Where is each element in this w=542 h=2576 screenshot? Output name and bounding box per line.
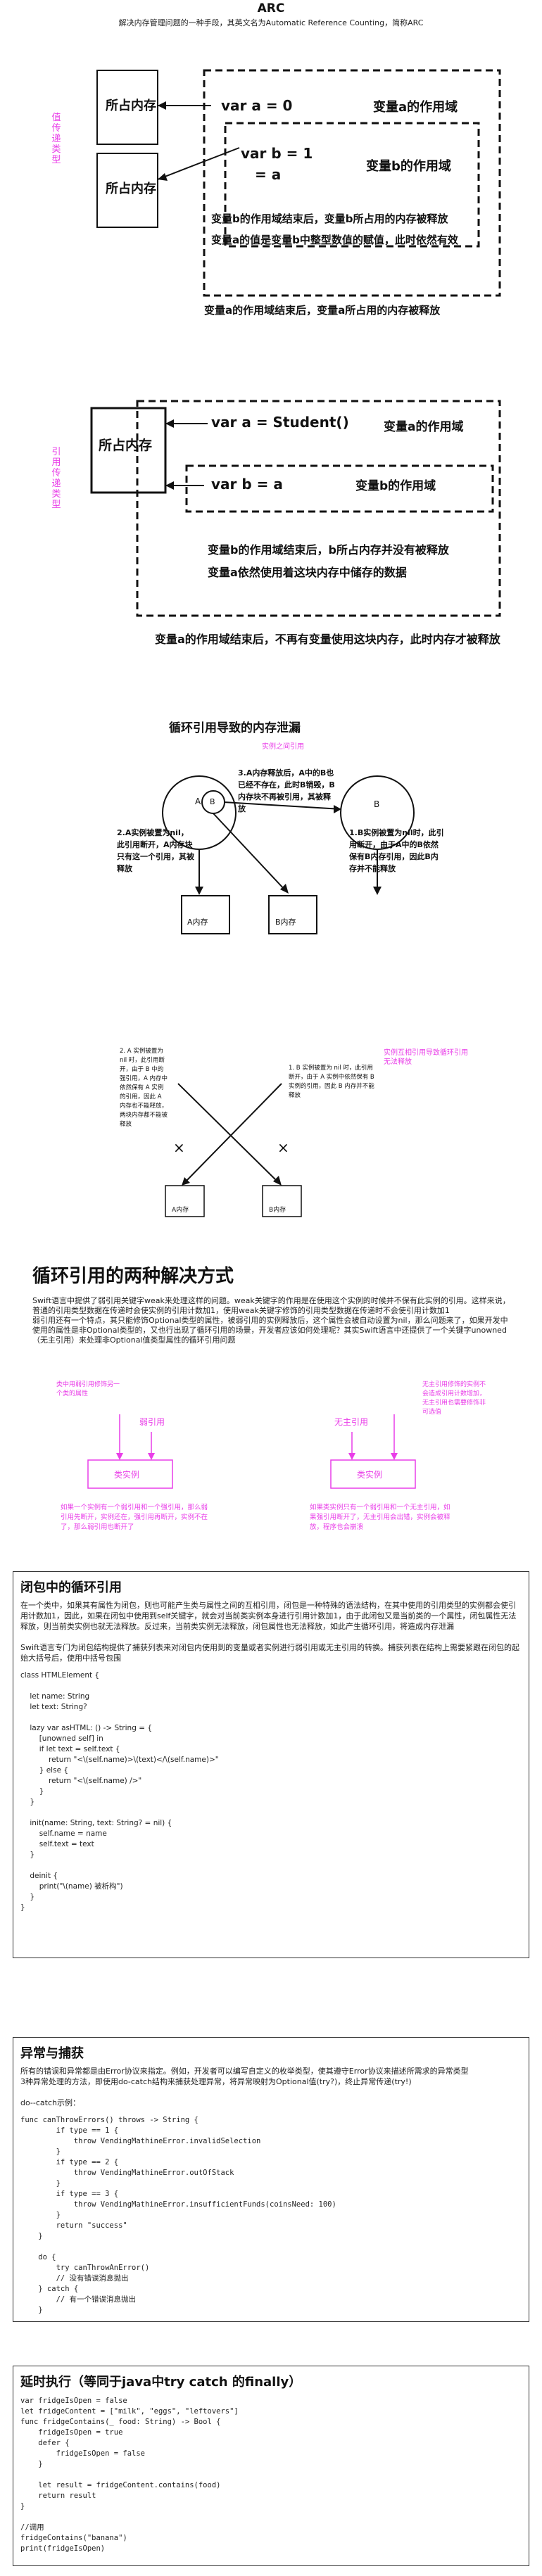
left-pink-note: 类中用弱引用修饰另一个类的属性 (56, 1381, 120, 1397)
cycle-box-a-label: A内存 (187, 918, 208, 927)
ref-scope-b-label: 变量b的作用域 (355, 479, 436, 493)
closure-title: 闭包中的循环引用 (20, 1580, 122, 1595)
cycle-center-note: 3.A内存释放后，A中的B也已经不存在，此时B销毁，B内存块不再被引用，其被释放 (238, 768, 335, 813)
defer-section: 延时执行（等同于java中try catch 的finally） var fri… (13, 2366, 529, 2566)
cycle2-pink-note: 实例互相引用导致循环引用无法释放 (384, 1049, 468, 1066)
var-a0: var a = 0 (221, 97, 293, 114)
errors-intro: 所有的错误和异常都是由Error协议来指定。例如，开发者可以编写自定义的枚举类型… (20, 2067, 469, 2107)
arc-subtitle: 解决内存管理问题的一种手段，其英文名为Automatic Reference C… (118, 18, 424, 27)
right-pink-note: 无主引用修饰的实例不会造成引用计数增加，无主引用也需要修饰非可选值 (422, 1381, 486, 1416)
svg-text:×: × (173, 1139, 185, 1156)
scope-b-label: 变量b的作用域 (366, 159, 451, 174)
cycle2-diagram: × × (165, 1083, 302, 1217)
memory-label-2: 所占内存 (106, 182, 156, 196)
cycle-a-letter: A (195, 797, 201, 806)
box-a-memory (181, 895, 230, 934)
scope-a-box (203, 69, 501, 297)
cycle-a-inner-letter: B (210, 797, 215, 806)
errors-code: func canThrowErrors() throws -> String {… (20, 2116, 336, 2314)
unowned-label: 无主引用 (334, 1417, 369, 1427)
closure-intro: 在一个类中，如果其有属性为闭包，则也可能产生类与属性之间的互相引用，闭包是一种特… (20, 1601, 520, 1663)
ref-memory-label: 所占内存 (99, 438, 153, 453)
solutions-diagram (87, 1414, 416, 1489)
memory-box-b (96, 153, 158, 228)
ref-scope-a-box (136, 400, 501, 617)
ref-scope-b-box (185, 464, 494, 513)
ref-type-label: 引用传递类型 (51, 447, 61, 510)
value-type-label: 值传递类型 (51, 113, 61, 165)
cycle-right-note: 1.B实例被置为nil时，此引用断开，由于A中的B依然保有B内存引用，因此B内存… (349, 828, 444, 873)
a-eq-b: = a (255, 166, 282, 183)
cycle-title: 循环引用导致的内存泄漏 (169, 721, 301, 735)
cycle2-right-note: 1. B 实例被置为 nil 时，此引用断开，由于 A 实例中依然保有 B 实例… (289, 1065, 374, 1099)
cycle2-left-note: 2. A 实例被置为nil 时，此引用断开，由于 B 中的强引用，A 内存中依然… (120, 1048, 168, 1128)
value-note-a: 变量a的作用域结束后，变量a所占用的内存被释放 (204, 304, 441, 317)
ref-note-a: 变量a的作用域结束后，不再有变量使用这块内存，此时内存才被释放 (155, 633, 500, 646)
arc-title: ARC (257, 1, 285, 15)
closure-code: class HTMLElement { let name: String let… (20, 1671, 219, 1912)
right-note: 如果类实例只有一个弱引用和一个无主引用，如果强引用断开了，无主引用会出错，实例会… (310, 1504, 450, 1531)
ref-type-diagram (90, 400, 501, 617)
right-class-box (330, 1459, 416, 1489)
weak-label: 弱引用 (139, 1417, 165, 1427)
value-note-b1: 变量b的作用域结束后，变量b所占用的内存被释放 (211, 212, 448, 225)
scope-a-label: 变量a的作用域 (373, 100, 458, 115)
ref-scope-a-label: 变量a的作用域 (384, 420, 464, 434)
cycle2-box-b-label: B内存 (269, 1207, 286, 1214)
cycle-diagram (162, 775, 415, 934)
ref-var-b: var b = a (211, 476, 283, 493)
scope-b-box (224, 122, 480, 248)
right-class-label: 类实例 (357, 1470, 383, 1480)
closure-section: 闭包中的循环引用 在一个类中，如果其有属性为闭包，则也可能产生类与属性之间的互相… (13, 1571, 529, 1958)
memory-label-1: 所占内存 (106, 99, 156, 113)
cycle-box-b-label: B内存 (275, 918, 296, 927)
ref-note-b2: 变量a依然使用着这块内存中储存的数据 (208, 566, 407, 579)
ref-note-b1: 变量b的作用域结束后，b所占内存并没有被释放 (208, 543, 449, 557)
solutions-paragraph: Swift语言中提供了弱引用关键字weak来处理这样的问题。weak关键字的作用… (32, 1296, 510, 1345)
defer-code: var fridgeIsOpen = false let fridgeConte… (20, 2397, 239, 2553)
errors-section: 异常与捕获 所有的错误和异常都是由Error协议来指定。例如，开发者可以编写自定… (13, 2037, 529, 2322)
value-note-b2: 变量a的值是变量b中整型数值的赋值，此时依然有效 (211, 234, 458, 246)
memory-box-a (96, 70, 158, 145)
left-class-box (87, 1459, 173, 1489)
cycle-b-letter: B (374, 799, 380, 809)
cycle-left-note: 2.A实例被置为nil，此引用断开，A内存块只有这一个引用，其被释放 (117, 828, 194, 873)
box-b-memory (268, 895, 317, 934)
svg-text:×: × (277, 1139, 289, 1156)
ref-var-a: var a = Student() (211, 414, 349, 431)
errors-title: 异常与捕获 (20, 2046, 84, 2061)
cycle2-box-a (165, 1185, 205, 1217)
defer-title: 延时执行（等同于java中try catch 的finally） (20, 2375, 302, 2390)
cycle-pink-label: 实例之间引用 (262, 743, 304, 751)
var-b1: var b = 1 (241, 145, 313, 162)
left-class-label: 类实例 (114, 1470, 140, 1480)
value-type-diagram (96, 69, 501, 297)
ref-memory-box (90, 407, 167, 494)
cycle2-box-b (262, 1185, 302, 1217)
left-note: 如果一个实例有一个弱引用和一个强引用，那么弱引用先断开，实例还在，强引用再断开，… (61, 1504, 208, 1531)
solutions-title: 循环引用的两种解决方式 (32, 1266, 234, 1287)
cycle2-box-a-label: A内存 (172, 1207, 189, 1214)
